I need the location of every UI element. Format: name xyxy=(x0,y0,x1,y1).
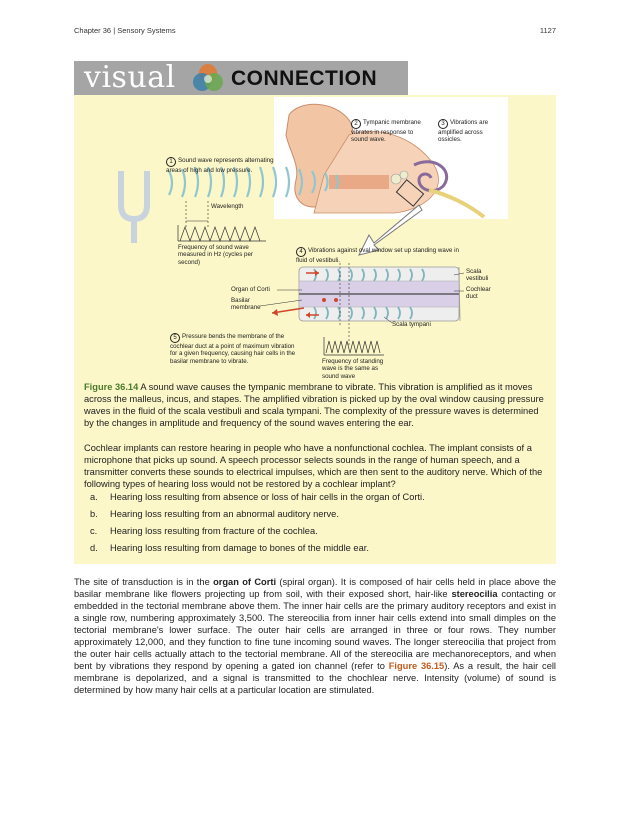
question-text: Cochlear implants can restore hearing in… xyxy=(84,443,543,489)
figure-36-15-link[interactable]: Figure 36.15 xyxy=(388,661,445,671)
tuning-fork-icon xyxy=(118,171,150,243)
label-frequency: Frequency of sound wave measured in Hz (… xyxy=(178,244,253,266)
label-organ-of-corti: Organ of Corti xyxy=(231,286,270,293)
step-4-badge: 4 xyxy=(296,247,306,257)
venn-logo-icon xyxy=(193,64,223,91)
cochlea-diagram xyxy=(259,263,465,345)
label-wavelength: Wavelength xyxy=(211,203,244,210)
caption-text: A sound wave causes the tympanic membran… xyxy=(84,382,544,428)
term-stereocilia: stereocilia xyxy=(451,589,498,599)
visual-connection-banner: visual CONNECTION xyxy=(74,61,408,95)
figure-number: Figure 36.14 xyxy=(84,382,139,392)
ear-diagram xyxy=(118,97,508,356)
answer-options: a.Hearing loss resulting from absence or… xyxy=(90,491,546,559)
body-paragraph: The site of transduction is in the organ… xyxy=(74,577,556,695)
option-c: c.Hearing loss resulting from fracture o… xyxy=(90,526,318,536)
step-1-badge: 1 xyxy=(166,157,176,167)
label-basilar-membrane: Basilar membrane xyxy=(231,297,261,312)
term-organ-of-corti: organ of Corti xyxy=(213,577,277,587)
step-5-badge: 5 xyxy=(170,333,180,343)
banner-word-connection: CONNECTION xyxy=(231,67,378,90)
option-d: d.Hearing loss resulting from damage to … xyxy=(90,543,369,553)
running-header-chapter: Chapter 36 | Sensory Systems xyxy=(74,26,176,35)
label-scala-vestibuli: Scala vestibuli xyxy=(466,268,489,283)
page-number: 1127 xyxy=(539,26,556,35)
label-scala-tympani: Scala tympani xyxy=(392,321,431,328)
banner-word-visual: visual xyxy=(84,60,176,95)
step-3-badge: 3 xyxy=(438,119,448,129)
option-b: b.Hearing loss resulting from an abnorma… xyxy=(90,509,339,519)
figure-caption: Figure 36.14 A sound wave causes the tym… xyxy=(84,381,546,429)
option-a: a.Hearing loss resulting from absence or… xyxy=(90,492,425,502)
label-cochlear-duct: Cochlear duct xyxy=(466,286,491,301)
label-standing-wave: Frequency of standing wave is the same a… xyxy=(322,358,384,380)
step-2-badge: 2 xyxy=(351,119,361,129)
